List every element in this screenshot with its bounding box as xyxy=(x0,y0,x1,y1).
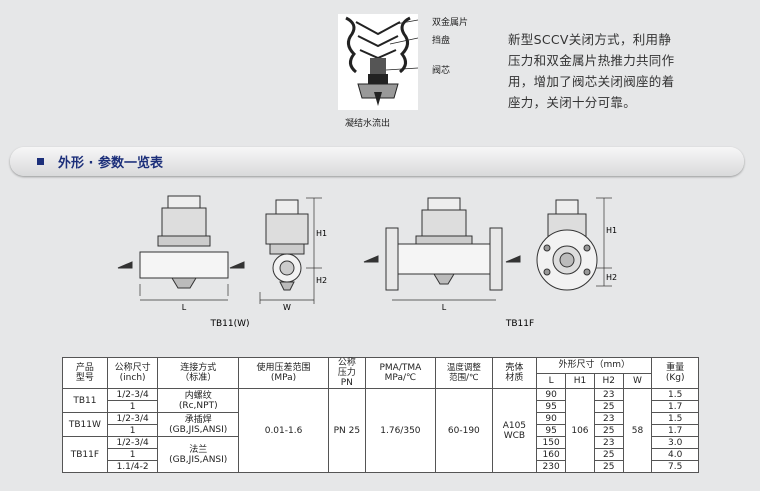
l-cell: 90 xyxy=(536,388,567,401)
h2-cell: 25 xyxy=(593,424,624,437)
size-cell: 1/2-3/4 xyxy=(106,388,159,401)
section-header-bar: 外形 · 参数一览表 xyxy=(10,147,744,176)
hdr-temp: 温度调整范围/℃ xyxy=(435,357,493,389)
product-description: 新型SCCV关闭方式，利用静 压力和双金属片热推力共同作 用，增加了阀芯关闭阀座… xyxy=(508,29,708,113)
hdr-pressure-range: 使用压差范围(MPa) xyxy=(238,357,330,389)
model-cell: TB11 xyxy=(62,388,108,413)
size-cell: 1/2-3/4 xyxy=(106,436,159,449)
h1-cell: 106 xyxy=(565,388,595,473)
dimension-drawings: L W H1 H2 L H1 H2 TB11(W) TB11F xyxy=(110,188,650,328)
weight-cell: 7.5 xyxy=(651,460,699,473)
description-line: 压力和双金属片热推力共同作 xyxy=(508,53,675,68)
callout-baffle: 挡盘 xyxy=(432,36,451,46)
size-cell: 1.1/4-2 xyxy=(106,460,159,473)
callout-bimetal: 双金属片 xyxy=(432,18,469,28)
connection-cell: 承插焊(GB,JIS,ANSI) xyxy=(157,412,240,437)
l-cell: 230 xyxy=(536,460,567,473)
model-cell: TB11F xyxy=(62,436,108,473)
pma-cell: 1.76/350 xyxy=(364,388,437,473)
hdr-size: 公称尺寸(inch) xyxy=(106,357,159,389)
weight-cell: 3.0 xyxy=(651,436,699,449)
dim-h2-label-f: H2 xyxy=(606,273,617,282)
description-line: 新型SCCV关闭方式，利用静 xyxy=(508,32,672,47)
model-cell: TB11W xyxy=(62,412,108,437)
description-line: 座力，关闭十分可靠。 xyxy=(508,95,637,110)
hdr-w: W xyxy=(622,372,653,389)
h2-cell: 23 xyxy=(593,388,624,401)
dim-h1-label: H1 xyxy=(316,229,327,238)
table-row: 1 95 25 1.7 xyxy=(63,424,699,437)
connection-cell: 法兰(GB,JIS,ANSI) xyxy=(157,436,240,473)
temp-cell: 60-190 xyxy=(435,388,493,473)
condensate-outflow-caption: 凝结水流出 xyxy=(345,119,391,129)
tb11-drawing-label: TB11(W) xyxy=(209,319,249,328)
dim-h1-label-f: H1 xyxy=(606,226,617,235)
pressure-range-cell: 0.01-1.6 xyxy=(238,388,330,473)
l-cell: 95 xyxy=(536,424,567,437)
w-cell: 58 xyxy=(622,388,653,473)
cross-section-drawing xyxy=(345,16,419,106)
l-cell: 90 xyxy=(536,412,567,425)
dimension-drawings-svg: L W H1 H2 L H1 H2 TB11(W) TB11F xyxy=(117,195,617,328)
connection-cell: 内螺纹(Rc,NPT) xyxy=(157,388,240,413)
hdr-dims: 外形尺寸（mm） xyxy=(536,357,653,374)
size-cell: 1 xyxy=(106,400,159,413)
h2-cell: 23 xyxy=(593,436,624,449)
dim-w-label: W xyxy=(283,303,291,312)
dim-h2-label: H2 xyxy=(316,276,327,285)
hdr-l: L xyxy=(536,372,567,389)
table-row: TB11 1/2-3/4 内螺纹(Rc,NPT) 0.01-1.6 PN 25 … xyxy=(62,388,699,473)
spec-table: 产品型号 公称尺寸(inch) 连接方式（标准） 使用压差范围(MPa) 公称压… xyxy=(62,357,699,473)
valve-cross-section-diagram xyxy=(338,14,419,110)
section-title: 外形 · 参数一览表 xyxy=(58,156,163,171)
callout-valve-core: 阀芯 xyxy=(432,66,451,76)
hdr-h2: H2 xyxy=(593,372,624,389)
h2-cell: 25 xyxy=(593,448,624,461)
pn-cell: PN 25 xyxy=(328,388,366,473)
h2-cell: 25 xyxy=(593,400,624,413)
l-cell: 160 xyxy=(536,448,567,461)
hdr-h1: H1 xyxy=(565,372,595,389)
weight-cell: 1.5 xyxy=(651,412,699,425)
square-bullet-icon xyxy=(37,158,44,165)
table-row: TB11F 1/2-3/4 法兰(GB,JIS,ANSI) 150 23 3.0 xyxy=(62,436,699,473)
weight-cell: 1.7 xyxy=(651,400,699,413)
weight-cell: 4.0 xyxy=(651,448,699,461)
hdr-weight: 重量(Kg) xyxy=(651,357,699,389)
h2-cell: 23 xyxy=(593,412,624,425)
size-cell: 1 xyxy=(106,448,159,461)
hdr-model: 产品型号 xyxy=(62,357,108,389)
dim-l-label-f: L xyxy=(442,303,447,312)
weight-cell: 1.5 xyxy=(651,388,699,401)
size-cell: 1/2-3/4 xyxy=(106,412,159,425)
h2-cell: 25 xyxy=(593,460,624,473)
description-line: 用，增加了阀芯关闭阀座的着 xyxy=(508,74,675,89)
hdr-body: 壳体材质 xyxy=(491,357,538,389)
l-cell: 150 xyxy=(536,436,567,449)
l-cell: 95 xyxy=(536,400,567,413)
weight-cell: 1.7 xyxy=(651,424,699,437)
table-row: 1.1/4-2 230 25 7.5 xyxy=(63,460,699,473)
dim-l-label: L xyxy=(182,303,187,312)
hdr-connection: 连接方式（标准） xyxy=(157,357,240,389)
size-cell: 1 xyxy=(106,424,159,437)
tb11f-drawing-label: TB11F xyxy=(505,319,534,328)
